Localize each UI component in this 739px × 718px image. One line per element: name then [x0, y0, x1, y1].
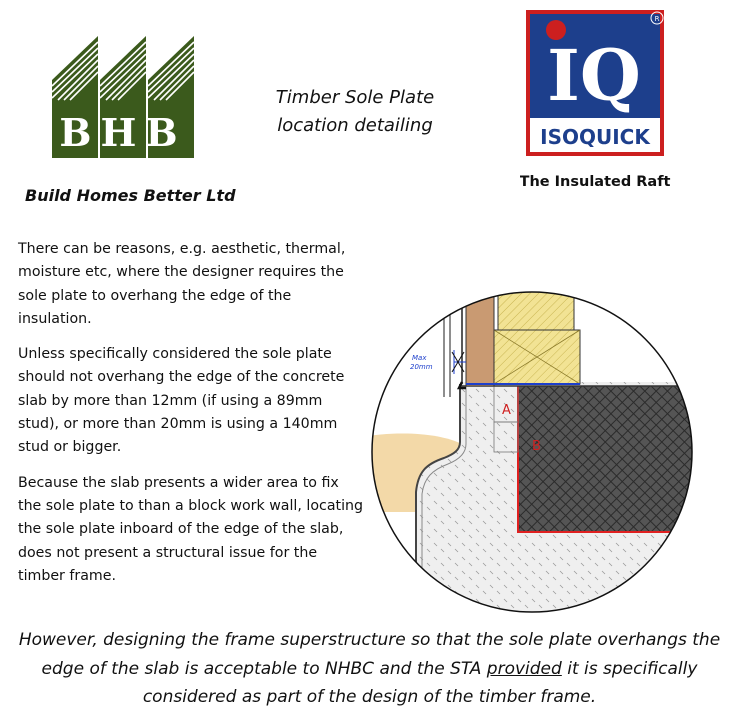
zone-label-b: B — [532, 439, 541, 454]
svg-text:R: R — [655, 15, 660, 23]
conclusion-underlined: provided — [486, 658, 562, 679]
registered-icon — [650, 11, 664, 25]
title-line-1: Timber Sole Plate — [275, 87, 435, 108]
isoquick-logo-mark: IQ — [547, 34, 641, 117]
paragraph-2: Unless specifically considered the sole … — [18, 346, 345, 456]
isoquick-name: ISOQUICK — [540, 125, 651, 149]
paragraph-1: There can be reasons, e.g. aesthetic, th… — [18, 241, 346, 327]
body-text: There can be reasons, e.g. aesthetic, th… — [18, 238, 363, 600]
dimension-label-value: 20mm — [410, 363, 433, 371]
conclusion-text: However, designing the frame superstruct… — [10, 626, 729, 712]
title-line-2: location detailing — [277, 115, 433, 136]
isoquick-tagline: The Insulated Raft — [520, 174, 671, 190]
bhb-logo: BHB — [50, 28, 200, 160]
sole-plate-detail-figure: Max 20mm A B — [362, 232, 702, 617]
conclusion-after: it is specifically considered as part of… — [142, 658, 698, 708]
zone-label-a: A — [502, 403, 511, 418]
isoquick-logo: IQ R ISOQUICK The Insulated Raft — [520, 8, 672, 198]
bhb-logo-text: BHB — [59, 110, 186, 155]
page-title: Timber Sole Plate location detailing — [245, 84, 465, 140]
conclusion-before: However, designing the frame superstruct… — [18, 630, 721, 679]
paragraph-3: Because the slab presents a wider area t… — [18, 474, 364, 584]
dimension-label-max: Max — [412, 354, 427, 362]
company-name: Build Homes Better Ltd — [25, 186, 236, 205]
